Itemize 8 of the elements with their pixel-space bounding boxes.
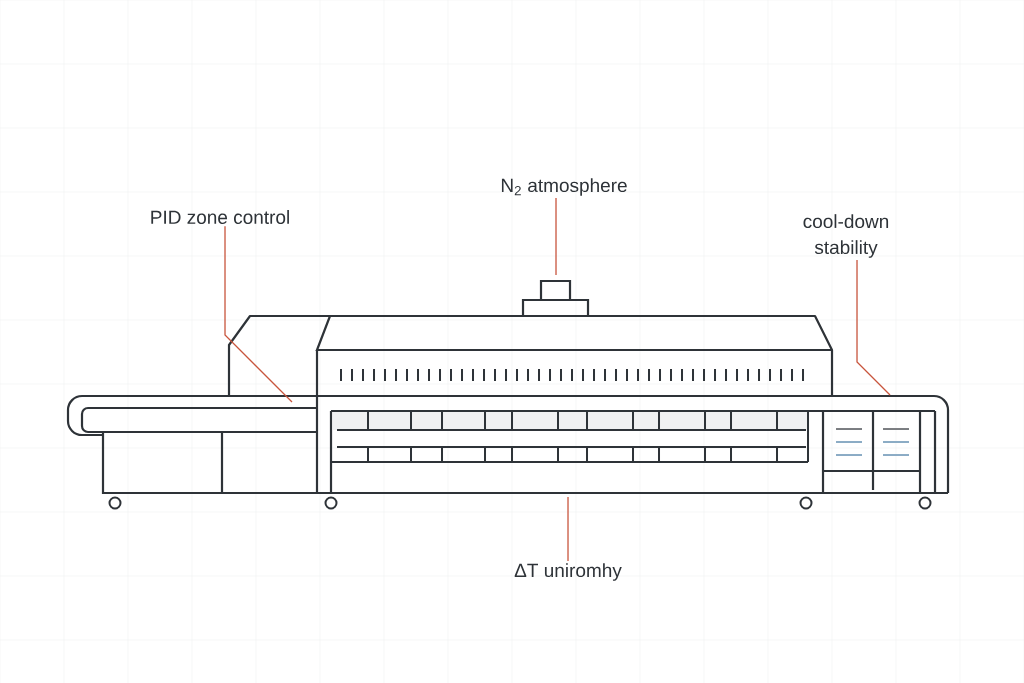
leader-line — [856, 259, 891, 396]
callout-label: cool-down stability — [803, 214, 889, 258]
leader-line — [567, 496, 569, 562]
leader-line — [555, 197, 557, 276]
leader-line — [224, 225, 293, 403]
callout-label: ΔT uniromhy — [514, 563, 622, 581]
callout-label: PID zone control — [151, 210, 289, 224]
callout-label: N$_{2}$ atmosphere — [501, 178, 627, 196]
